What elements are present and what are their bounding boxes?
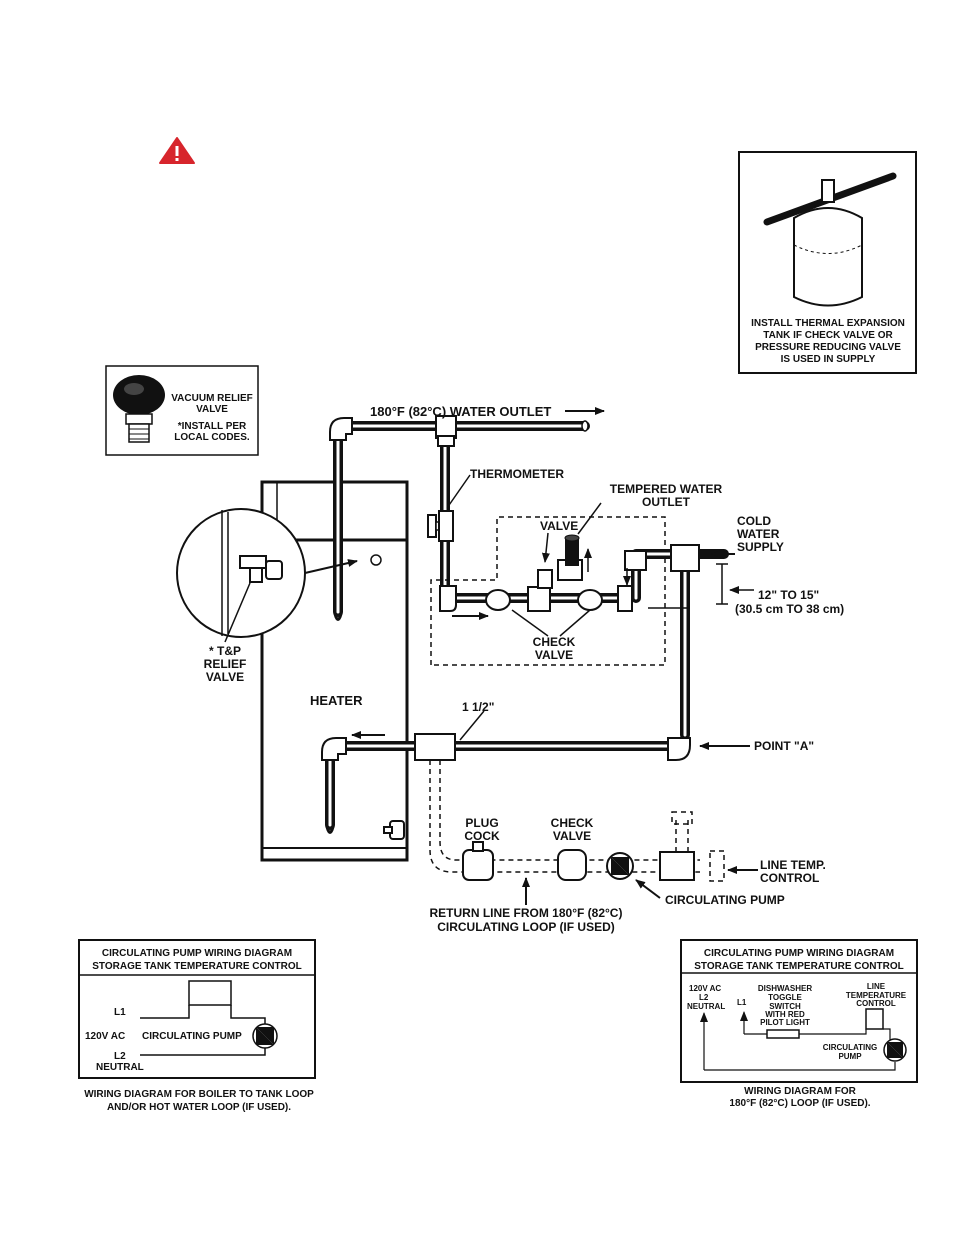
plug-cock-label-2: COCK xyxy=(464,829,500,843)
wiring-diagram-right: CIRCULATING PUMP WIRING DIAGRAM STORAGE … xyxy=(680,939,918,1109)
wr-pump-2: PUMP xyxy=(838,1052,862,1061)
check-valve-label-1: CHECK xyxy=(533,635,576,649)
tempered-outlet-pipe xyxy=(564,534,580,566)
wl-title-2: STORAGE TANK TEMPERATURE CONTROL xyxy=(92,961,301,972)
wr-caption-2: 180°F (82°C) LOOP (IF USED). xyxy=(729,1098,870,1109)
outlet-elbow xyxy=(329,417,353,441)
line-temp-label-1: LINE TEMP. xyxy=(760,858,826,872)
vacuum-text-4: LOCAL CODES. xyxy=(174,432,250,443)
wr-l1: L1 xyxy=(737,998,747,1007)
wl-neutral: NEUTRAL xyxy=(96,1062,144,1073)
wr-switch-2: TOGGLE xyxy=(768,993,802,1002)
vacuum-relief-valve-icon xyxy=(113,375,165,443)
wr-neutral: NEUTRAL xyxy=(687,1002,725,1011)
wr-l2: L2 xyxy=(699,993,709,1002)
line-temp-label-2: CONTROL xyxy=(760,871,819,885)
wr-pump-icon xyxy=(883,1038,907,1062)
return-label-1: RETURN LINE FROM 180°F (82°C) xyxy=(430,906,623,920)
expansion-text-2: TANK IF CHECK VALVE OR xyxy=(763,330,893,341)
vacuum-text-3: *INSTALL PER xyxy=(178,421,247,432)
wr-switch-5: PILOT LIGHT xyxy=(760,1018,810,1027)
wr-switch-1: DISHWASHER xyxy=(758,984,812,993)
mixing-valve-enclosure xyxy=(430,516,666,666)
return-label-2: CIRCULATING LOOP (IF USED) xyxy=(437,920,615,934)
thermometer-icon xyxy=(427,510,454,542)
expansion-text-1: INSTALL THERMAL EXPANSION xyxy=(751,318,905,329)
wr-switch-3: SWITCH xyxy=(769,1002,801,1011)
mixing-fittings xyxy=(439,544,700,612)
warning-triangle-icon xyxy=(159,137,195,164)
water-outlet-label: 180°F (82°C) WATER OUTLET xyxy=(370,404,551,419)
tp-label-2: RELIEF xyxy=(204,657,247,671)
wl-caption-1: WIRING DIAGRAM FOR BOILER TO TANK LOOP xyxy=(84,1089,314,1100)
wr-toggle-switch xyxy=(766,1029,800,1039)
distance-label-2: (30.5 cm TO 38 cm) xyxy=(735,602,844,616)
expansion-tee xyxy=(821,179,835,203)
vacuum-text-2: VALVE xyxy=(196,404,228,415)
expansion-tank-icon xyxy=(793,207,863,307)
loop-components xyxy=(462,841,695,881)
check-valve-label-2: VALVE xyxy=(535,648,573,662)
recirculation-loop xyxy=(429,760,725,882)
thermometer-label: THERMOMETER xyxy=(470,467,564,481)
heater-label: HEATER xyxy=(310,693,363,708)
expansion-text-4: IS USED IN SUPPLY xyxy=(781,354,876,365)
wr-title-1: CIRCULATING PUMP WIRING DIAGRAM xyxy=(704,948,894,959)
return-fittings xyxy=(321,733,691,840)
point-a-label: POINT "A" xyxy=(754,739,814,753)
wl-pump-icon xyxy=(252,1023,278,1049)
wl-control-box xyxy=(188,980,232,1006)
valve-label: VALVE xyxy=(540,519,578,533)
vacuum-relief-panel: VACUUM RELIEF VALVE *INSTALL PER LOCAL C… xyxy=(105,365,259,456)
expansion-text-3: PRESSURE REDUCING VALVE xyxy=(755,342,901,353)
wl-caption-2: AND/OR HOT WATER LOOP (IF USED). xyxy=(107,1102,291,1113)
wr-ltc-2: TEMPERATURE xyxy=(846,991,907,1000)
tp-relief-callout xyxy=(176,508,358,638)
check2-label-1: CHECK xyxy=(551,816,594,830)
expansion-tank-panel: INSTALL THERMAL EXPANSION TANK IF CHECK … xyxy=(738,151,917,374)
wiring-diagram-left: CIRCULATING PUMP WIRING DIAGRAM STORAGE … xyxy=(78,939,316,1113)
wr-volt: 120V AC xyxy=(689,984,721,993)
return-piping xyxy=(325,741,680,834)
wl-l1: L1 xyxy=(114,1007,126,1018)
vacuum-text-1: VACUUM RELIEF xyxy=(171,393,252,404)
wl-title-1: CIRCULATING PUMP WIRING DIAGRAM xyxy=(102,948,292,959)
pipe-size-label: 1 1/2" xyxy=(462,700,494,714)
wl-l2: L2 xyxy=(114,1051,126,1062)
wr-switch-4: WITH RED xyxy=(765,1010,805,1019)
cold-label-3: SUPPLY xyxy=(737,540,784,554)
wr-control-box xyxy=(865,1008,884,1030)
wr-ltc-1: LINE xyxy=(867,982,886,991)
outlet-tee xyxy=(435,415,457,447)
tempered-label-2: OUTLET xyxy=(642,495,691,509)
circulating-pump-icon xyxy=(606,852,634,880)
tp-label-1: * T&P xyxy=(209,644,241,658)
wr-pump-1: CIRCULATING xyxy=(823,1043,878,1052)
cold-label-1: COLD xyxy=(737,514,771,528)
cold-label-2: WATER xyxy=(737,527,780,541)
distance-label-1: 12" TO 15" xyxy=(758,588,819,602)
wr-ltc-3: CONTROL xyxy=(856,999,896,1008)
check2-label-2: VALVE xyxy=(553,829,591,843)
wr-title-2: STORAGE TANK TEMPERATURE CONTROL xyxy=(694,961,903,972)
wl-pump: CIRCULATING PUMP xyxy=(142,1031,242,1042)
wr-caption-1: WIRING DIAGRAM FOR xyxy=(744,1086,856,1097)
tempered-label-1: TEMPERED WATER xyxy=(610,482,723,496)
plug-cock-label-1: PLUG xyxy=(465,816,498,830)
tp-label-3: VALVE xyxy=(206,670,244,684)
wl-volt: 120V AC xyxy=(85,1031,125,1042)
circ-pump-label: CIRCULATING PUMP xyxy=(665,893,785,907)
